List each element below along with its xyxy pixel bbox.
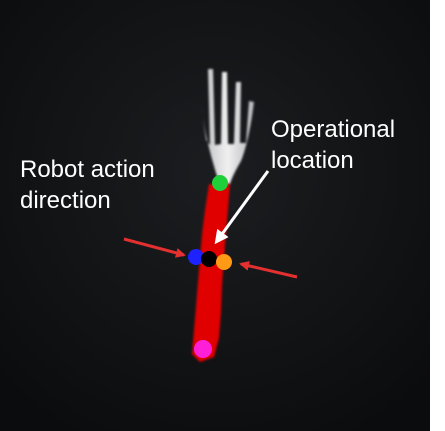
operational-location-label: Operational location xyxy=(271,114,395,176)
bottom-keypoint xyxy=(194,340,212,358)
right-red-arrow xyxy=(239,260,298,279)
center-keypoint xyxy=(201,251,217,267)
robot-action-direction-label: Robot action direction xyxy=(20,154,155,216)
robot-action-line-1: Robot action xyxy=(20,156,155,183)
left-red-arrow xyxy=(123,237,186,258)
right-keypoint xyxy=(216,254,232,270)
white-location-arrow xyxy=(214,170,270,245)
keypoints xyxy=(188,175,232,358)
top-keypoint xyxy=(212,175,228,191)
left-keypoint xyxy=(188,249,204,265)
fork-handle-mask xyxy=(192,184,230,362)
robot-action-line-2: direction xyxy=(20,187,111,214)
fork-photo-scene xyxy=(0,0,430,431)
fork-tines xyxy=(201,69,254,184)
operational-line-2: location xyxy=(271,147,354,174)
operational-line-1: Operational xyxy=(271,116,396,143)
red-direction-arrows xyxy=(123,237,298,279)
